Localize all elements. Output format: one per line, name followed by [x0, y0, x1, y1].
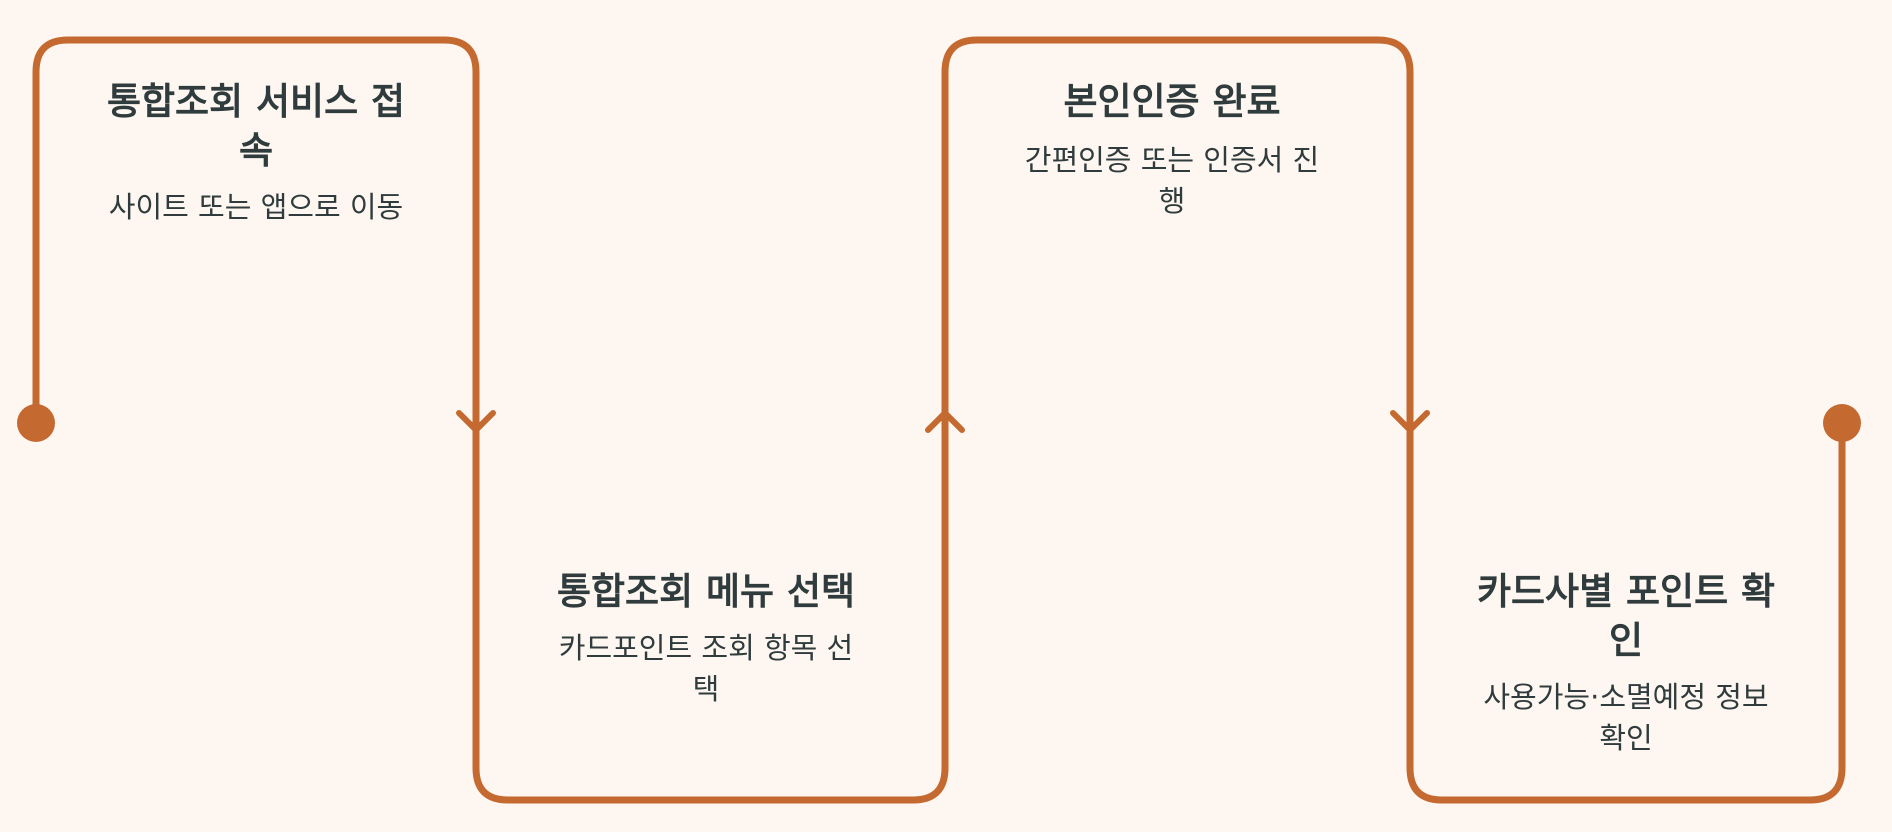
step-3: 본인인증 완료 간편인증 또는 인증서 진행 — [1022, 77, 1322, 222]
step-title: 본인인증 완료 — [1063, 80, 1281, 123]
flow-path — [32, 36, 1846, 804]
step-2: 통합조회 메뉴 선택 카드포인트 조회 항목 선택 — [556, 567, 856, 710]
end-dot — [1823, 404, 1861, 442]
step-description: 간편인증 또는 인증서 진행 — [1024, 143, 1320, 218]
step-description: 카드포인트 조회 항목 선택 — [558, 631, 854, 706]
arrow-down-icon — [456, 410, 496, 433]
arrow-down-icon — [1390, 410, 1430, 433]
start-dot — [17, 404, 55, 442]
step-description: 사용가능·소멸예정 정보 확인 — [1483, 680, 1769, 755]
step-1: 통합조회 서비스 접속 사이트 또는 앱으로 이동 — [106, 77, 406, 228]
step-title: 통합조회 서비스 접속 — [106, 80, 406, 172]
step-description: 사이트 또는 앱으로 이동 — [108, 190, 404, 224]
step-title: 통합조회 메뉴 선택 — [556, 570, 856, 613]
step-4: 카드사별 포인트 확인 사용가능·소멸예정 정보 확인 — [1476, 567, 1776, 759]
arrow-up-icon — [925, 410, 965, 433]
step-title: 카드사별 포인트 확인 — [1476, 570, 1776, 662]
